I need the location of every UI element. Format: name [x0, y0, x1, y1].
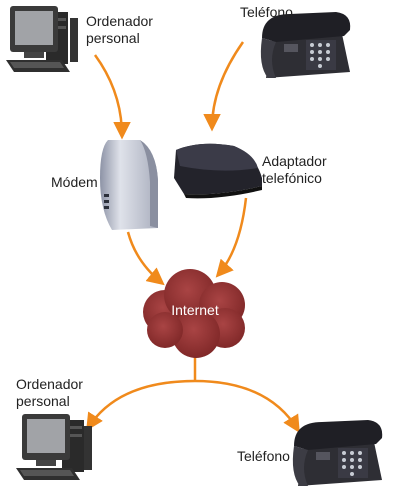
modem-icon: [100, 140, 158, 230]
arrow-modem-to-internet: [126, 231, 165, 286]
label-personal-computer-bottom: Ordenador personal: [16, 376, 83, 409]
telephone-icon: [292, 420, 383, 486]
telephone-icon: [260, 12, 351, 78]
computer-icon: [6, 6, 78, 72]
label-telephone-top: Teléfono: [240, 4, 293, 20]
arrow-internet-to-pc: [86, 379, 196, 431]
internet-cloud-icon: [143, 269, 245, 358]
arrow-phone-to-adapter: [203, 41, 245, 132]
label-phone-adapter: Adaptador telefónico: [262, 153, 327, 186]
phone-adapter-icon: [174, 143, 262, 199]
label-modem: Módem: [51, 174, 98, 190]
arrow-adapter-to-internet: [215, 197, 248, 278]
label-personal-computer-top: Ordenador personal: [86, 13, 153, 46]
arrow-internet-to-phone: [194, 379, 300, 433]
label-telephone-bottom: Teléfono: [237, 448, 290, 464]
arrow-pc-to-modem: [93, 54, 131, 140]
computer-icon: [16, 414, 92, 480]
internet-label: Internet: [171, 302, 219, 318]
